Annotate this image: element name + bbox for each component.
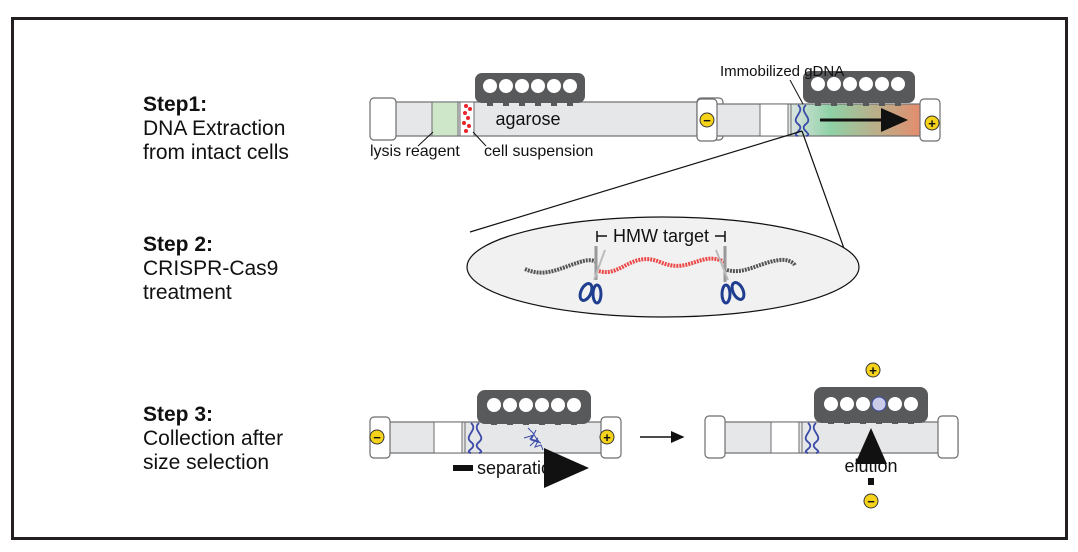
step-3-text: Step 3: Collection after size selection	[143, 403, 283, 475]
dna-helix	[794, 104, 810, 137]
svg-text:+: +	[928, 116, 936, 131]
comb-step3a	[477, 390, 591, 425]
svg-text:+: +	[869, 363, 877, 378]
step-2-title: Step 2:	[143, 233, 214, 256]
cassette-step1-loading: agarose lysis reagent cell suspension	[369, 73, 724, 160]
step-1-desc-line2: from intact cells	[143, 141, 289, 164]
step-1-title: Step1:	[143, 93, 208, 116]
immobilized-gdna-label: Immobilized gDNA	[720, 63, 844, 80]
lysis-reagent-well	[431, 101, 459, 137]
cassette-end-left	[369, 97, 397, 141]
dna-fragment-cluster	[523, 427, 544, 451]
step-2-desc-line2: treatment	[143, 281, 232, 304]
svg-text:−: −	[867, 494, 875, 509]
hmw-bracket	[596, 231, 726, 242]
step-1-desc-line1: DNA Extraction	[143, 117, 286, 140]
zoom-line-left	[469, 130, 803, 233]
dna-helix	[804, 422, 820, 454]
zoom-line-right	[801, 130, 852, 269]
crispr-zoom-panel: HMW target	[466, 216, 860, 318]
elution-label: elution	[844, 456, 897, 476]
hmw-target-dna	[595, 256, 726, 274]
electrode-positive	[865, 362, 881, 378]
cassette-step3-elution: elution + −	[704, 362, 959, 509]
separation-label: separation	[477, 458, 561, 478]
comb-step1b	[803, 71, 915, 106]
step-3-desc-line2: size selection	[143, 451, 270, 474]
cells-dots	[462, 104, 472, 133]
agarose-label: agarose	[495, 109, 560, 129]
cassette-step1-extracted: − + Immobilized gDNA	[696, 63, 941, 142]
scissors-right-icon	[715, 246, 746, 305]
comb-step3b	[814, 387, 928, 424]
step-3-desc-line1: Collection after	[143, 427, 284, 450]
electrode-negative	[863, 493, 879, 509]
step-2-desc-line1: CRISPR-Cas9	[143, 257, 279, 280]
figure-frame	[11, 17, 1068, 540]
step-3-title: Step 3:	[143, 403, 214, 426]
cassette-step3-separation: − + separation	[369, 390, 622, 488]
zoom-ellipse	[466, 216, 860, 318]
svg-text:−: −	[373, 430, 381, 445]
svg-text:+: +	[603, 430, 611, 445]
electrode-negative	[699, 112, 715, 128]
svg-text:−: −	[703, 113, 711, 128]
step-1-text: Step1: DNA Extraction from intact cells	[143, 93, 289, 165]
comb-step1a	[475, 73, 585, 106]
lysis-reagent-label: lysis reagent	[370, 143, 460, 160]
electrode-positive	[599, 429, 615, 445]
electrode-negative	[369, 429, 385, 445]
hmw-target-label: HMW target	[613, 226, 709, 246]
dna-helix	[467, 422, 483, 454]
cell-suspension-label: cell suspension	[484, 143, 593, 160]
electrode-positive	[924, 115, 940, 131]
flank-dna-right	[726, 257, 797, 274]
eluted-dna-well	[871, 396, 887, 412]
step-2-text: Step 2: CRISPR-Cas9 treatment	[143, 233, 278, 305]
scissors-left-icon	[578, 246, 606, 305]
